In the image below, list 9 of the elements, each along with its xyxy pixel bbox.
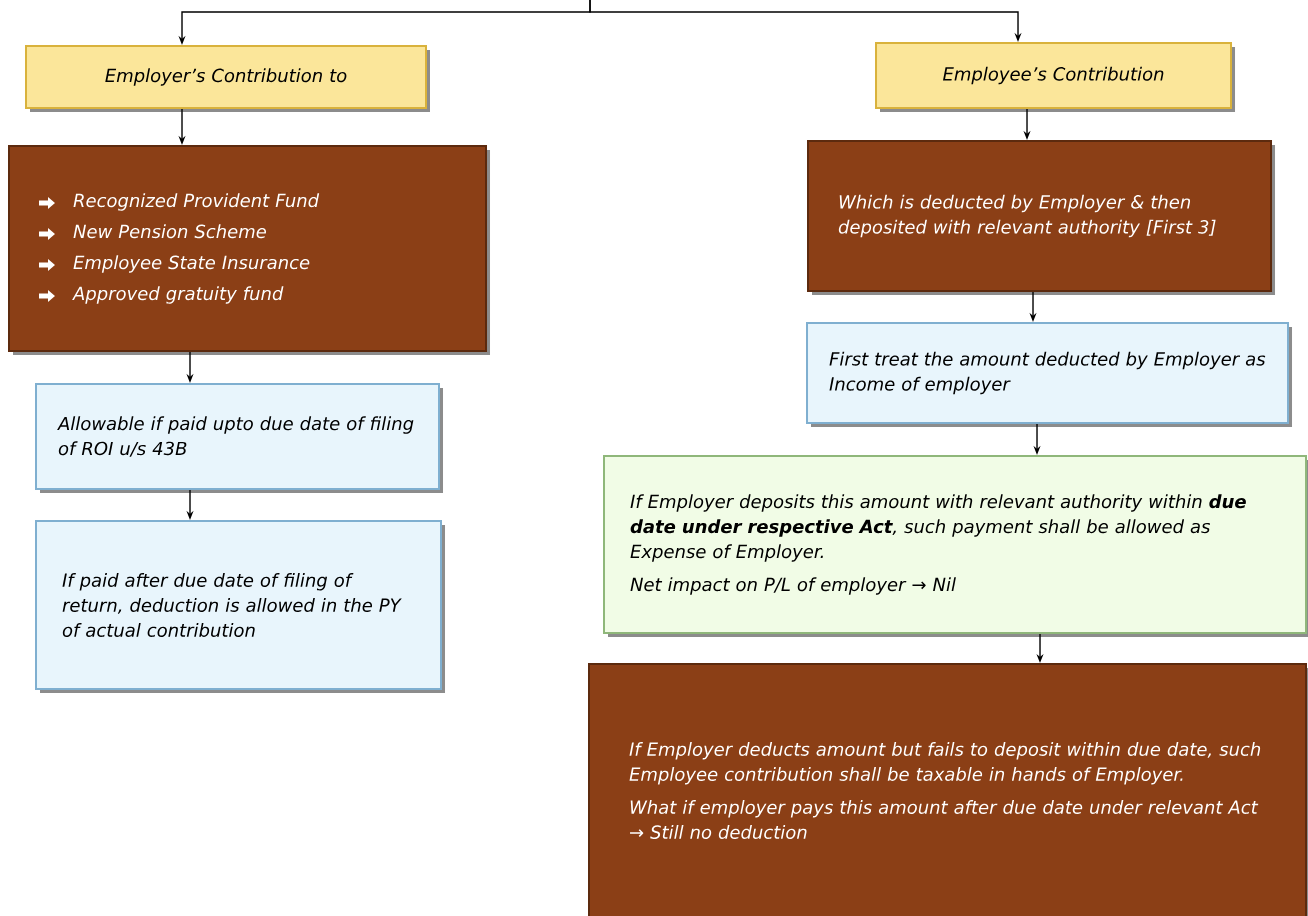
process-box: Which is deducted by Employer & then deposited with relevant authority [First 3]	[807, 140, 1275, 295]
process-box: Recognized Provident Fund New Pension Scheme Employee State Insurance Approved gratuity fund	[8, 145, 490, 355]
note-box: First treat the amount deducted by Employer as Income of employer	[806, 322, 1292, 427]
process-box: If Employer deducts amount but fails to deposit within due date, such Employee contribution shall be taxable in hands of Employer. What if employer pays this amount after due date under relevant Act → Still no deduction	[588, 663, 1308, 916]
note-box: If paid after due date of filing of return, deduction is allowed in the PY of actual contribution	[35, 520, 445, 693]
note-box: Allowable if paid upto due date of filing of ROI u/s 43B	[35, 383, 443, 493]
heading-box: Employee’s Contribution	[875, 42, 1235, 112]
note-box: If Employer deposits this amount with relevant authority within due date under respective Act, such payment shall be allowed as Expense of Employer. Net impact on P/L of employer → Nil	[603, 455, 1308, 637]
heading-box: Employer’s Contribution to	[25, 45, 430, 112]
